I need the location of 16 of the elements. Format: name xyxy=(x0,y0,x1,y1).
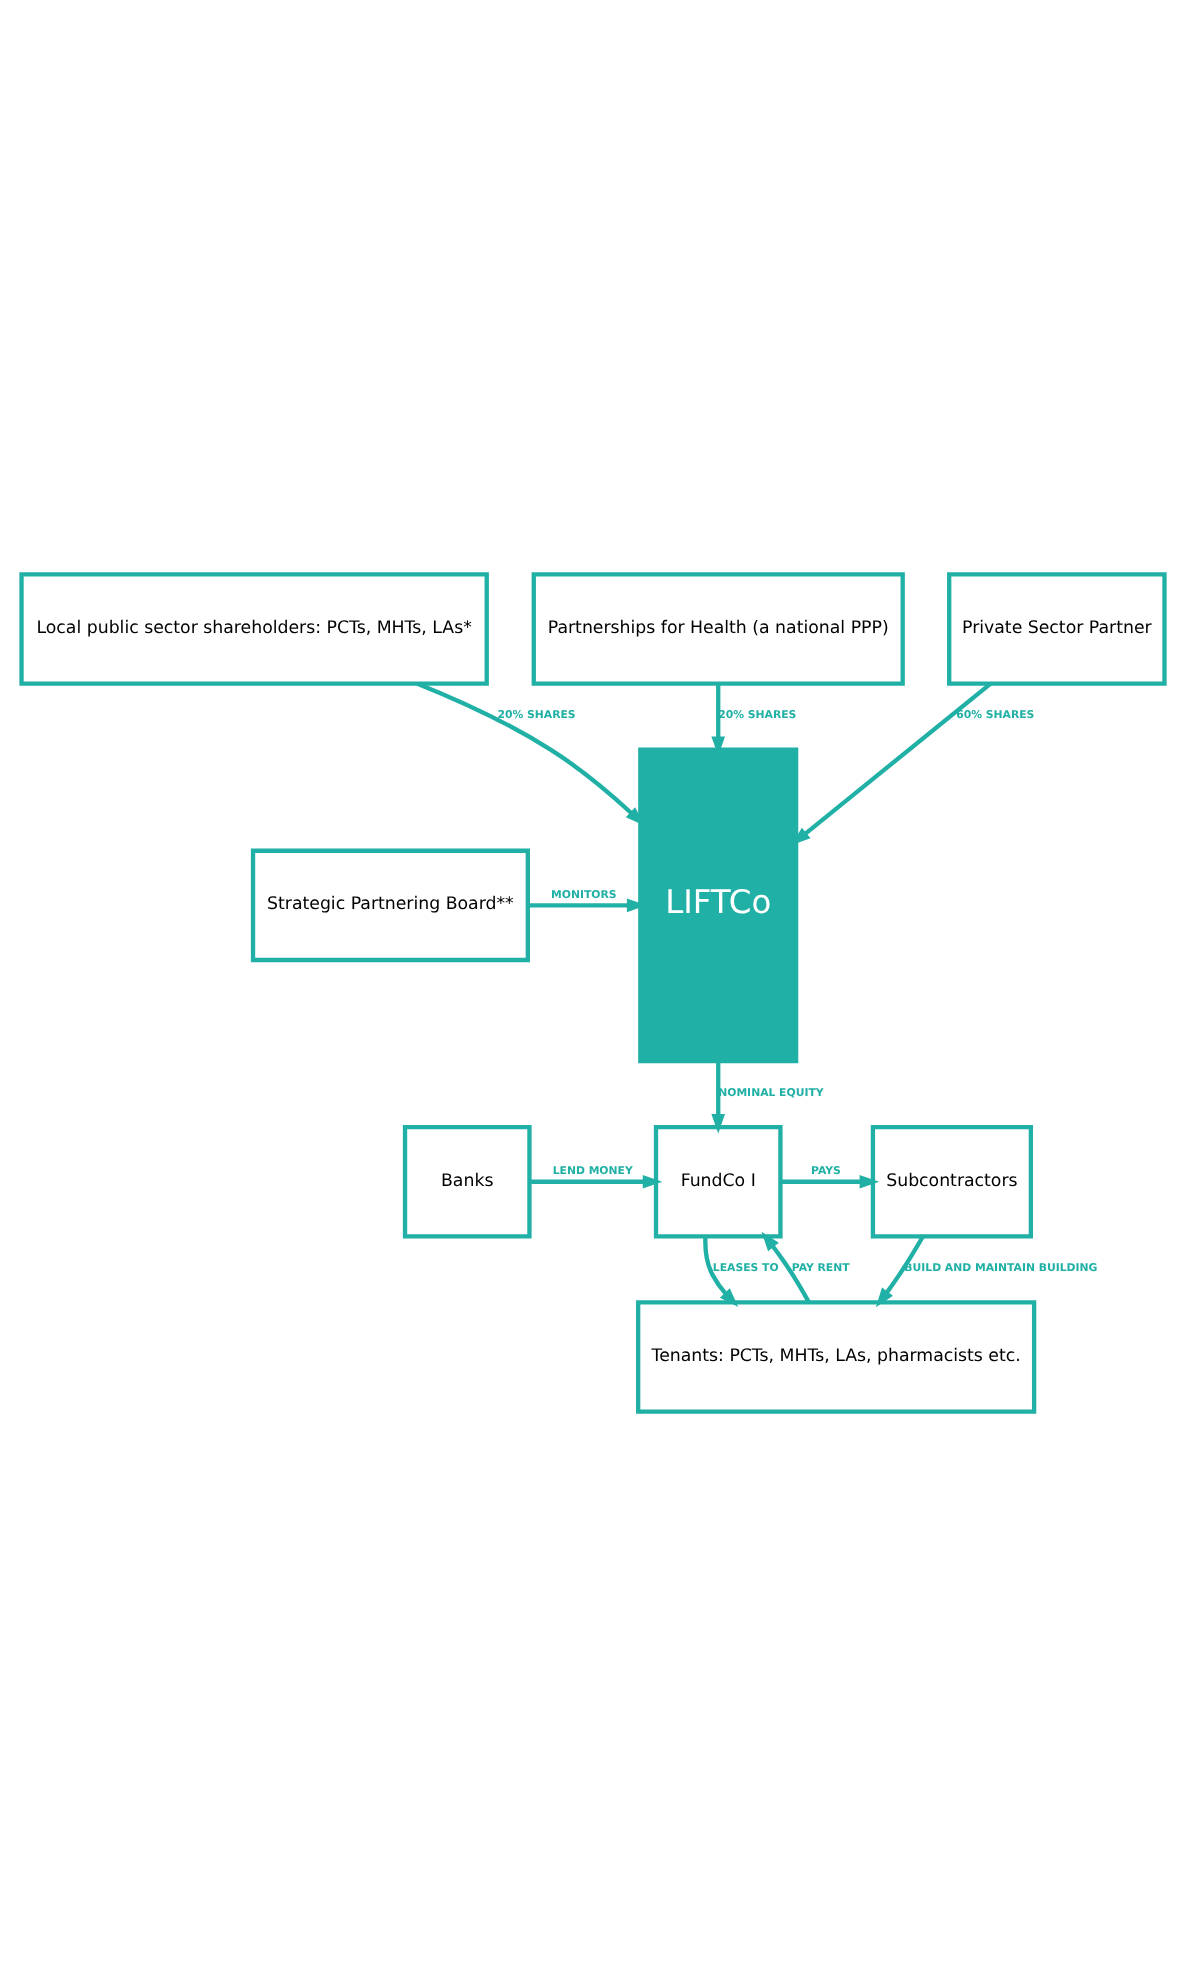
arrow xyxy=(780,1173,880,1188)
node-box: FundCo I xyxy=(653,1124,783,1238)
node-box: Subcontractors xyxy=(870,1124,1034,1238)
node-box: LIFTCo xyxy=(638,746,799,1063)
node-box: Private Sector Partner xyxy=(947,571,1167,685)
node-box: Banks xyxy=(402,1124,532,1238)
node-box: Partnerships for Health (a national PPP) xyxy=(531,571,905,685)
node-box: Strategic Partnering Board** xyxy=(250,847,530,962)
arrow xyxy=(711,1060,726,1133)
arrow xyxy=(875,1234,925,1307)
arrow xyxy=(761,1230,811,1303)
arrow xyxy=(416,680,645,825)
node-box: Tenants: PCTs, MHTs, LAs, pharmacists etc. xyxy=(636,1299,1037,1413)
arrow xyxy=(529,1173,663,1188)
arrow xyxy=(703,1235,739,1307)
node-box: Local public sector shareholders: PCTs, MHTs, LAs* xyxy=(19,571,489,685)
